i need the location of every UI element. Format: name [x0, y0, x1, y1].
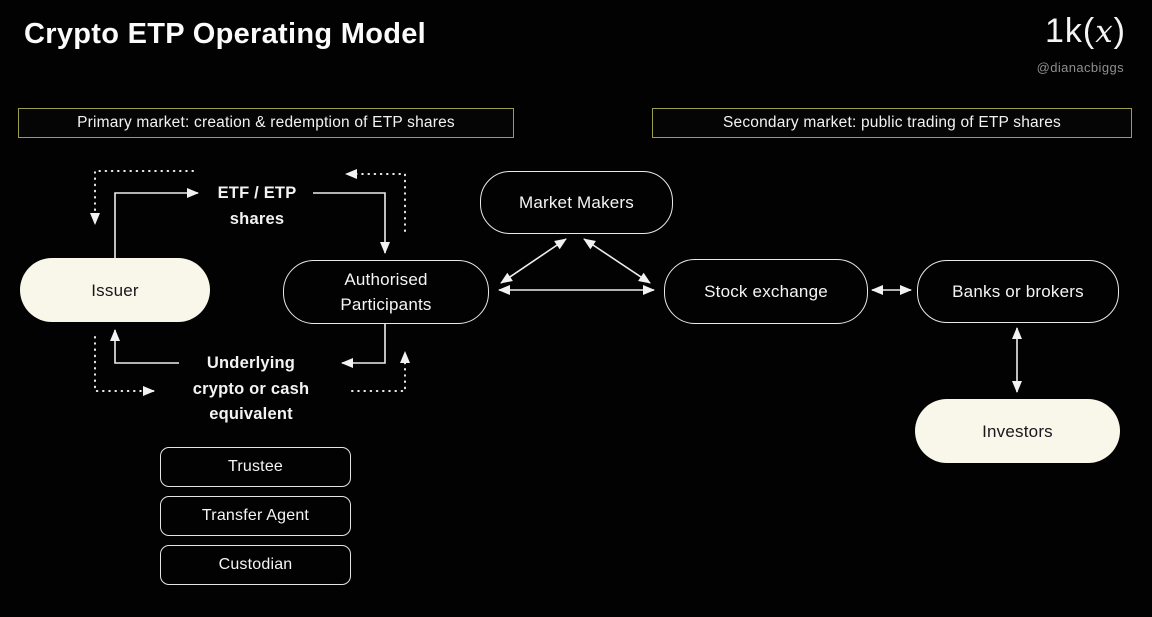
- banks-or-brokers-label: Banks or brokers: [952, 282, 1084, 301]
- node-market-makers: Market Makers: [480, 171, 673, 234]
- label-underlying-crypto: Underlying crypto or cash equivalent: [176, 351, 326, 428]
- market-makers-label: Market Makers: [518, 193, 634, 212]
- node-custodian: Custodian: [160, 545, 351, 585]
- arrow-underlying-to-issuer: [110, 329, 179, 364]
- author-handle: @dianacbiggs: [1036, 60, 1124, 75]
- node-trustee: Trustee: [160, 447, 351, 487]
- label-etf-etp-shares: ETF / ETP shares: [192, 181, 322, 232]
- node-investors: Investors: [915, 399, 1120, 463]
- page-title: Crypto ETP Operating Model: [24, 18, 427, 50]
- 1kx-logo: 1k(x): [1045, 12, 1126, 51]
- logo-x: x: [1095, 14, 1114, 50]
- node-authorised-participants: Authorised Participants: [283, 260, 489, 324]
- node-stock-exchange: Stock exchange: [664, 259, 868, 324]
- primary-market-text: Primary market: creation & redemption of…: [77, 114, 455, 131]
- authorised-participants-line1: Authorised: [344, 270, 428, 289]
- etf-etp-shares-line2: shares: [229, 209, 285, 228]
- secondary-market-label: Secondary market: public trading of ETP …: [652, 108, 1132, 138]
- trustee-label: Trustee: [227, 458, 284, 475]
- etf-etp-shares-line1: ETF / ETP: [217, 184, 297, 202]
- dotted-arrow-underlying-to-authorised-participants: [351, 351, 410, 392]
- custodian-label: Custodian: [218, 556, 293, 573]
- node-issuer: Issuer: [20, 258, 210, 322]
- underlying-line1: Underlying: [206, 354, 296, 372]
- issuer-label: Issuer: [91, 280, 139, 300]
- investors-label: Investors: [982, 421, 1053, 441]
- primary-market-label: Primary market: creation & redemption of…: [18, 108, 514, 138]
- secondary-market-text: Secondary market: public trading of ETP …: [722, 114, 1062, 131]
- transfer-agent-label: Transfer Agent: [201, 507, 310, 524]
- node-transfer-agent: Transfer Agent: [160, 496, 351, 536]
- arrow-market-makers-stock-exchange: [583, 238, 651, 284]
- logo-suffix: ): [1113, 12, 1126, 50]
- dotted-arrow-authorised-participants-to-shares: [345, 169, 406, 232]
- authorised-participants-line2: Participants: [340, 295, 432, 314]
- stock-exchange-label: Stock exchange: [704, 282, 828, 301]
- arrow-authorised-participants-market-makers: [500, 238, 567, 284]
- arrow-shares-to-authorised-participants: [313, 192, 390, 254]
- arrow-issuer-to-shares: [114, 188, 199, 260]
- node-banks-or-brokers: Banks or brokers: [917, 260, 1119, 323]
- logo-prefix: 1k(: [1044, 12, 1096, 50]
- dotted-arrow-issuer-to-underlying: [94, 336, 155, 396]
- arrow-authorised-participants-to-underlying: [341, 322, 386, 368]
- underlying-line2: crypto or cash: [192, 379, 310, 398]
- underlying-line3: equivalent: [209, 405, 293, 423]
- dotted-arrow-shares-to-issuer: [90, 170, 194, 225]
